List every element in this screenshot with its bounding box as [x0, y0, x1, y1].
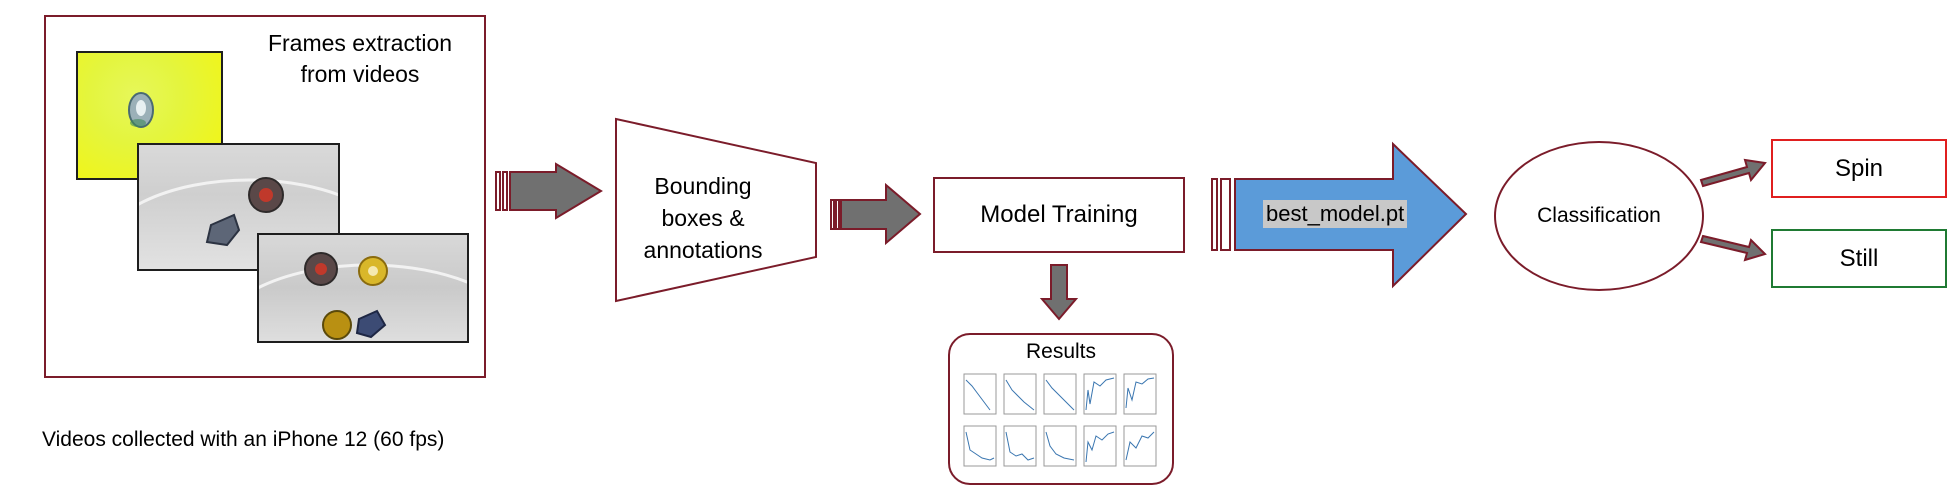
mini-plot-10 [1123, 425, 1157, 467]
arrow-training-to-results [1039, 264, 1079, 321]
results-title: Results [1025, 340, 1097, 363]
spin-output-box: Spin [1771, 139, 1947, 198]
petri-dish-image-1 [139, 177, 338, 247]
annotation-trapezoid [615, 117, 817, 303]
mini-plot-5 [1123, 373, 1157, 415]
annotation-label-line-2: boxes & [661, 205, 745, 231]
video-frame-thumbnail-dish-2 [257, 233, 469, 343]
arrow-to-still [1699, 234, 1767, 262]
spinning-top-image [128, 92, 154, 128]
annotation-label-line-1: Bounding [654, 173, 752, 199]
mini-plot-8 [1043, 425, 1077, 467]
still-output-box: Still [1771, 229, 1947, 288]
best-model-label: best_model.pt [1263, 200, 1408, 228]
mini-plot-7 [1003, 425, 1037, 467]
classification-node: Classification [1494, 141, 1704, 291]
frames-extraction-title: Frames extraction from videos [250, 28, 470, 90]
petri-dish-image-2 [259, 252, 467, 340]
annotation-label-line-3: annotations [643, 237, 763, 263]
arrow-to-spin [1699, 158, 1767, 188]
arrow-annotations-to-training [830, 182, 922, 246]
mini-plot-6 [963, 425, 997, 467]
mini-plot-1 [963, 373, 997, 415]
frames-title-line-2: from videos [300, 61, 420, 87]
results-plots-grid [963, 373, 1157, 467]
mini-plot-4 [1083, 373, 1117, 415]
arrow-frames-to-annotations [495, 162, 603, 220]
mini-plot-9 [1083, 425, 1117, 467]
mini-plot-3 [1043, 373, 1077, 415]
frames-title-line-1: Frames extraction [267, 30, 453, 56]
mini-plot-2 [1003, 373, 1037, 415]
videos-caption: Videos collected with an iPhone 12 (60 f… [42, 428, 445, 451]
annotation-label: Bounding boxes & annotations [618, 170, 788, 266]
model-training-box: Model Training [933, 177, 1185, 253]
